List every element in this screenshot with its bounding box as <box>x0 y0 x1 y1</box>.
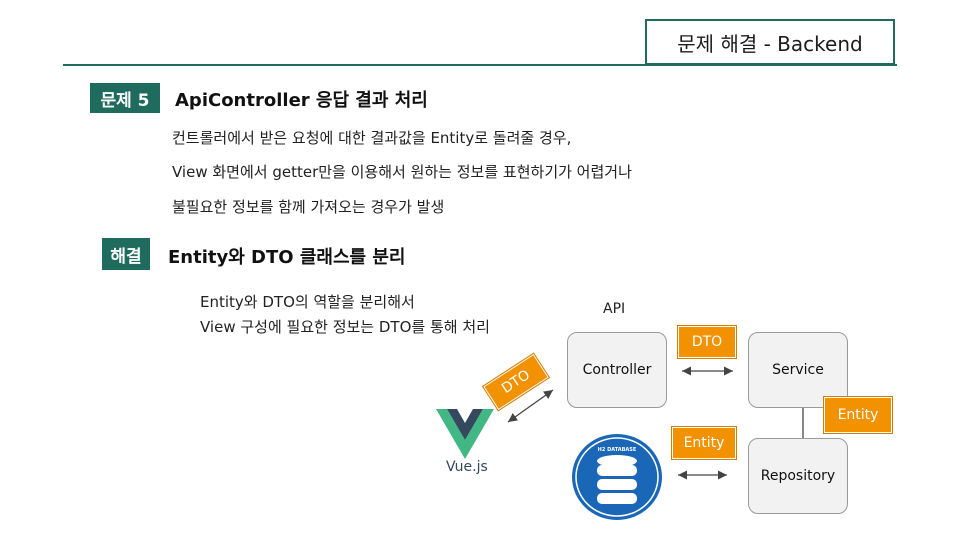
entity-tag-db: Entity <box>671 426 737 460</box>
solution-line-2: View 구성에 필요한 정보는 DTO를 통해 처리 <box>200 318 490 336</box>
arrow-vue-controller <box>507 389 554 423</box>
vue-logo-icon <box>436 409 494 459</box>
solution-badge: 해결 <box>102 238 150 270</box>
service-node: Service <box>748 332 848 408</box>
vue-label: Vue.js <box>446 459 488 475</box>
h2-database-icon: H2 DATABASE <box>572 434 662 520</box>
service-label: Service <box>772 362 824 378</box>
solution-line-1: Entity와 DTO의 역할을 분리해서 <box>200 293 415 311</box>
solution-heading: Entity와 DTO 클래스를 분리 <box>168 247 406 268</box>
header-divider <box>63 64 897 66</box>
dto-tag-top: DTO <box>677 325 737 359</box>
repository-node: Repository <box>748 438 848 514</box>
repository-label: Repository <box>760 468 836 484</box>
controller-node: Controller <box>567 332 667 408</box>
controller-label: Controller <box>582 362 652 378</box>
problem-line-3: 불필요한 정보를 함께 가져오는 경우가 발생 <box>172 198 445 216</box>
api-label: API <box>603 301 626 317</box>
problem-heading: ApiController 응답 결과 처리 <box>175 90 428 111</box>
db-label: H2 DATABASE <box>598 447 637 453</box>
problem-line-1: 컨트롤러에서 받은 요청에 대한 결과값을 Entity로 돌려줄 경우, <box>172 129 572 147</box>
problem-line-2: View 화면에서 getter만을 이용해서 원하는 정보를 표현하기가 어렵… <box>172 163 632 181</box>
section-title: 문제 해결 - Backend <box>677 31 863 56</box>
problem-badge: 문제 5 <box>90 83 160 113</box>
entity-tag-service: Entity <box>823 396 893 434</box>
